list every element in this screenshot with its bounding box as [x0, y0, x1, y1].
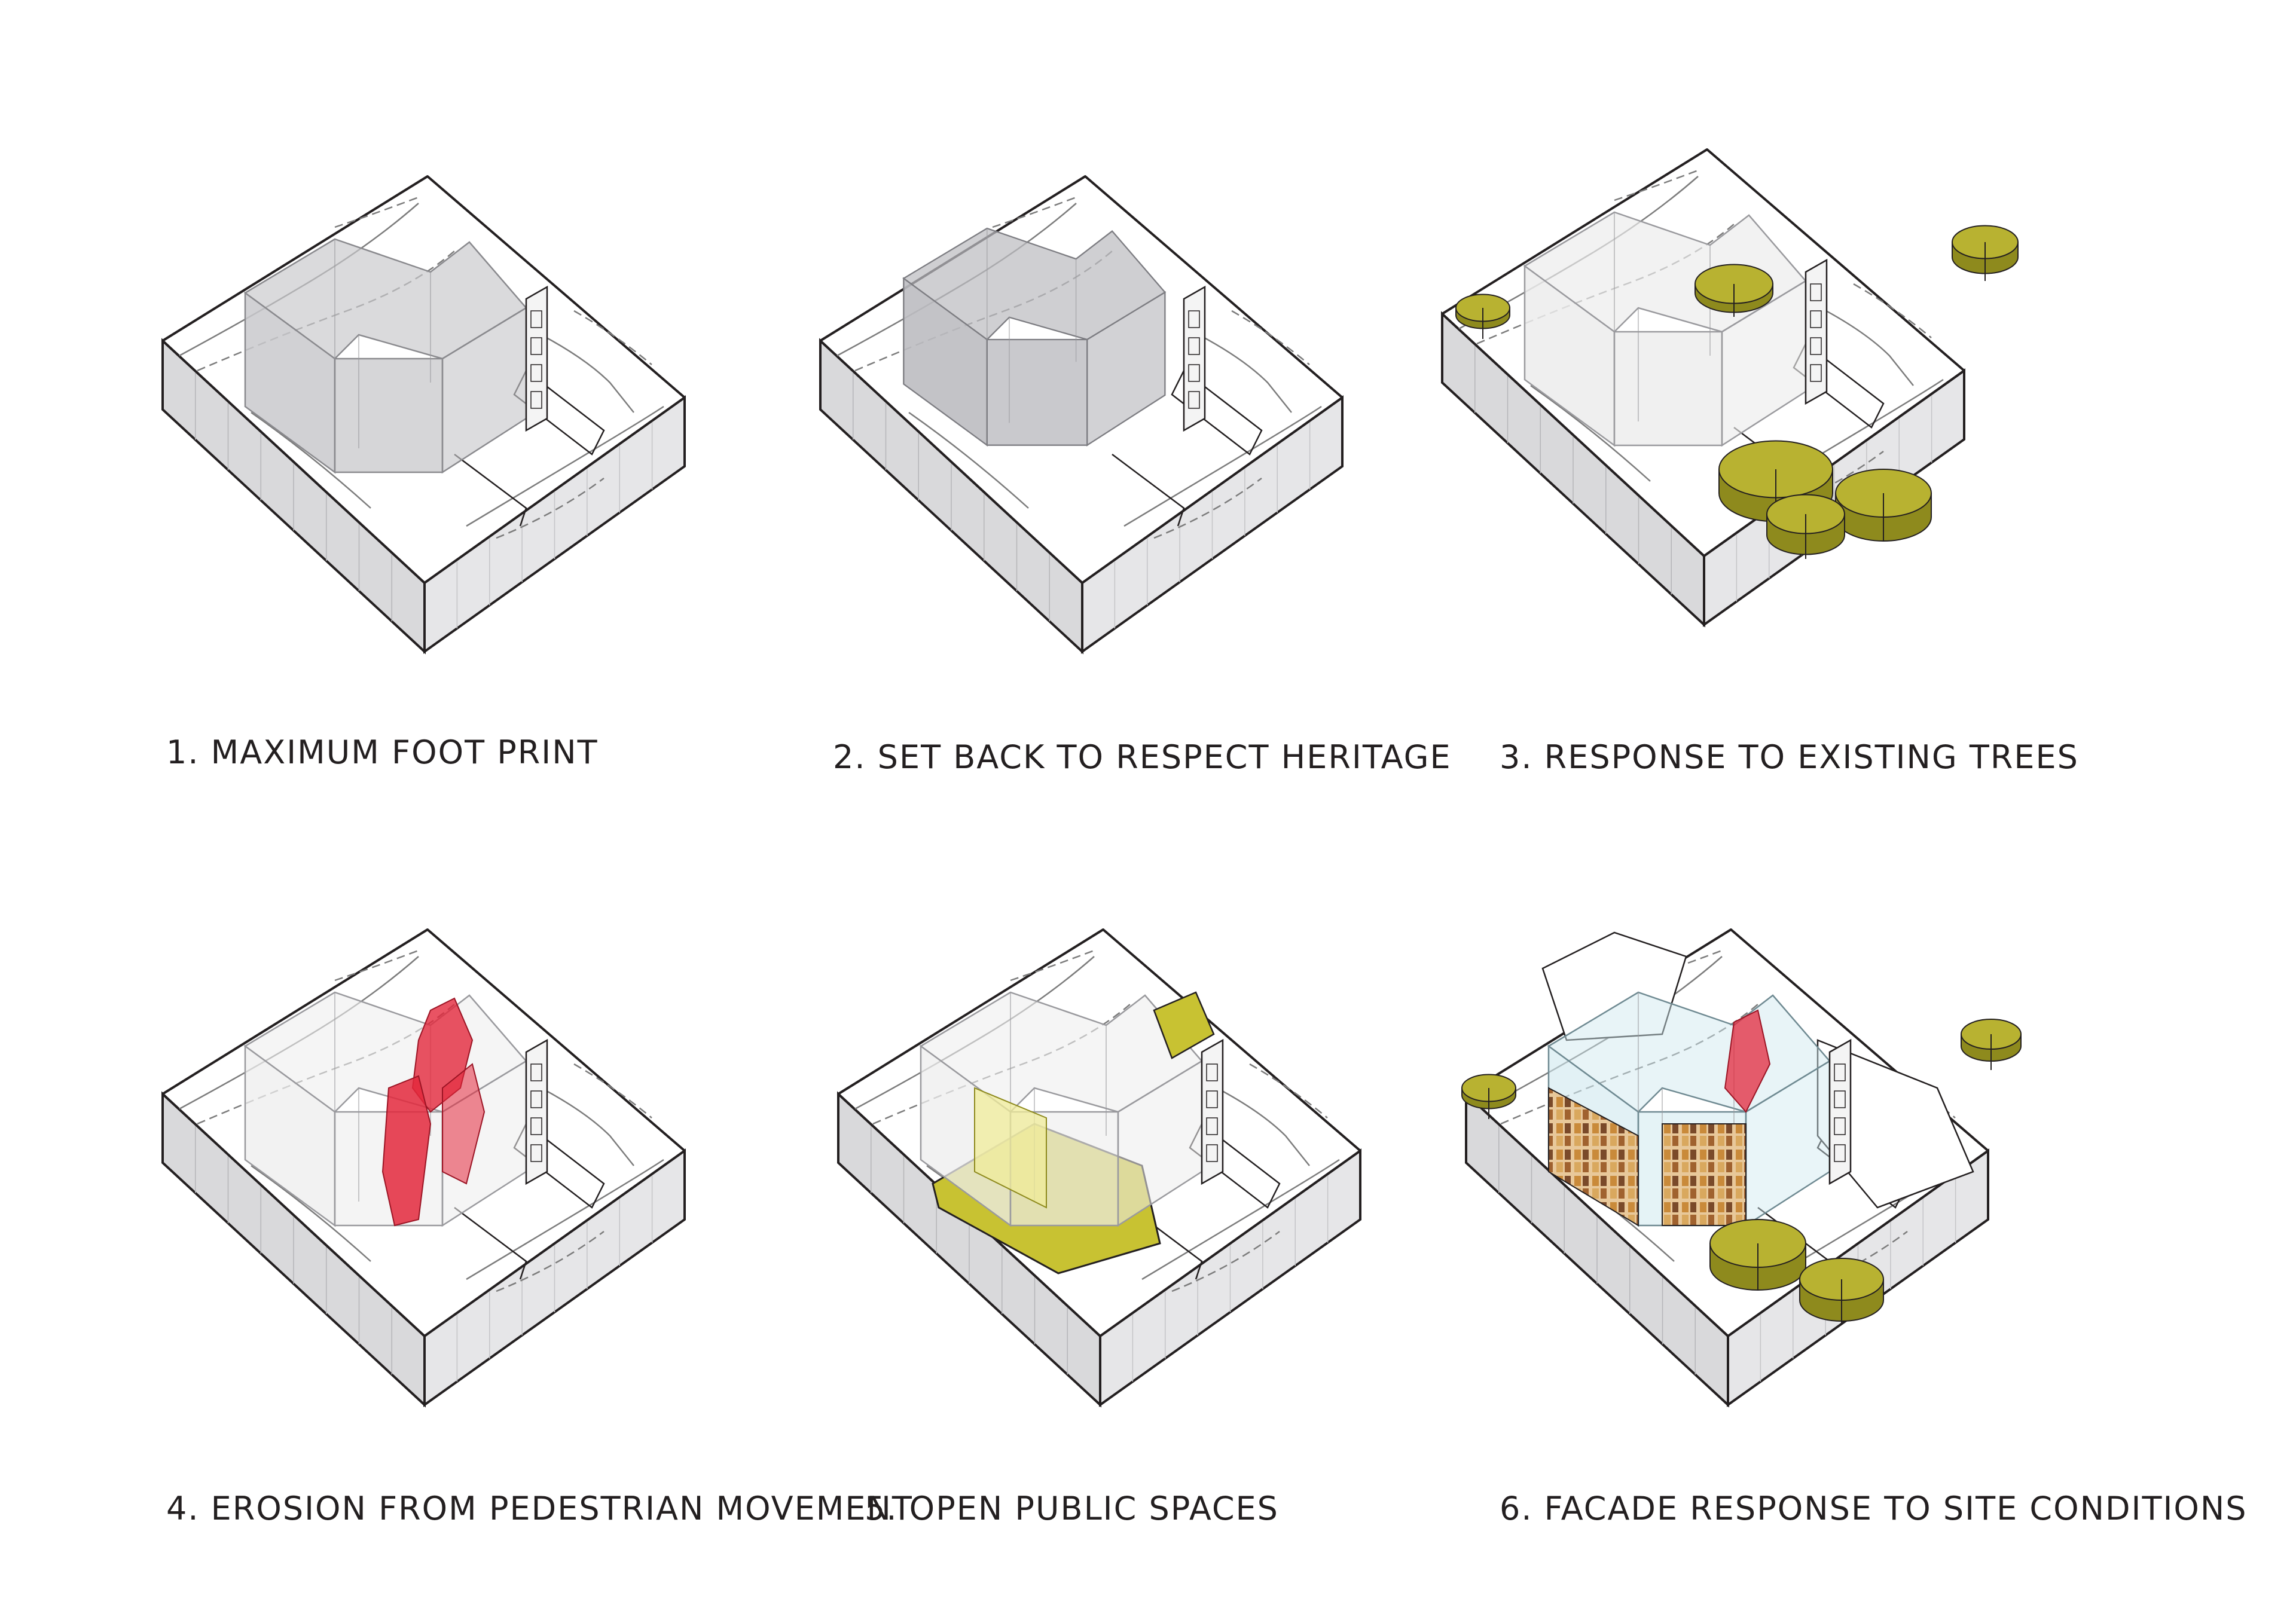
- tree: [1694, 264, 1773, 317]
- heritage-building: [525, 1038, 548, 1185]
- building-massing: [902, 227, 1167, 447]
- contour-line: [496, 477, 604, 539]
- contour-line: [334, 949, 419, 982]
- contour-line: [496, 1230, 604, 1292]
- contour-line: [334, 196, 419, 228]
- contour-line: [1614, 169, 1699, 201]
- tree: [1961, 1019, 2022, 1070]
- building-massing: [243, 238, 527, 474]
- path-edge: [454, 1207, 527, 1280]
- contour-line: [466, 405, 664, 527]
- path-edge: [1112, 454, 1185, 527]
- public-space-volume: [974, 1087, 1047, 1209]
- contour-line: [1153, 477, 1262, 539]
- heritage-building: [525, 285, 548, 432]
- site-block-6: [1461, 928, 2022, 1408]
- contour-line: [1010, 949, 1095, 982]
- contour-line: [1853, 283, 1932, 338]
- site-block-3: [1441, 148, 2019, 628]
- building-massing: [1523, 211, 1807, 447]
- contour-line: [541, 1087, 634, 1166]
- contour-line: [1216, 1087, 1310, 1166]
- contour-line: [908, 411, 1029, 509]
- road-edge: [1171, 369, 1263, 456]
- path-edge: [454, 454, 527, 527]
- tree: [1952, 225, 2019, 281]
- massing-face-right: [1086, 291, 1166, 447]
- massing-face-front: [986, 338, 1088, 446]
- diagram-caption-3: 3. RESPONSE TO EXISTING TREES: [1500, 738, 2079, 776]
- tree: [1835, 469, 1932, 542]
- contour-line: [573, 310, 652, 365]
- contour-line: [1123, 405, 1322, 527]
- contour-line: [573, 1063, 652, 1118]
- site-block-4: [161, 928, 686, 1408]
- heritage-building: [1183, 285, 1206, 432]
- tree: [1461, 1074, 1516, 1119]
- diagram-caption-1: 1. MAXIMUM FOOT PRINT: [166, 733, 599, 771]
- contour-line: [1171, 1230, 1280, 1292]
- contour-line: [992, 196, 1077, 228]
- contour-line: [1500, 1004, 1758, 1125]
- contour-line: [541, 334, 634, 413]
- public-space-terrace: [1153, 991, 1215, 1059]
- site-block-1: [161, 175, 686, 655]
- neighbour-building: [1541, 931, 1687, 1041]
- tree: [1455, 294, 1510, 339]
- contour-line: [1231, 310, 1310, 365]
- erosion-cut: [1724, 1009, 1771, 1113]
- diagram-caption-2: 2. SET BACK TO RESPECT HERITAGE: [833, 738, 1452, 776]
- heritage-building: [1201, 1038, 1224, 1185]
- site-block-5: [837, 928, 1361, 1408]
- diagram-caption-4: 4. EROSION FROM PEDESTRIAN MOVEMENT: [166, 1490, 913, 1527]
- contour-line: [1198, 334, 1292, 413]
- contour-line: [251, 411, 371, 509]
- contour-line: [251, 1164, 371, 1262]
- heritage-building: [1828, 1038, 1852, 1185]
- diagram-caption-6: 6. FACADE RESPONSE TO SITE CONDITIONS: [1500, 1490, 2248, 1527]
- heritage-building: [1805, 258, 1828, 405]
- massing-face-front: [1613, 331, 1723, 447]
- contour-line: [1141, 1159, 1340, 1280]
- massing-face-front: [334, 357, 444, 473]
- tree: [1799, 1258, 1884, 1324]
- facade-screen: [1548, 1087, 1639, 1227]
- facade-screen: [1662, 1123, 1747, 1226]
- contour-line: [1820, 307, 1914, 386]
- site-block-2: [819, 175, 1344, 655]
- tree: [1709, 1219, 1806, 1291]
- contour-line: [1249, 1063, 1328, 1118]
- contour-line: [466, 1159, 664, 1280]
- tree: [1766, 494, 1845, 559]
- diagram-caption-5: 5. OPEN PUBLIC SPACES: [865, 1490, 1279, 1527]
- contour-line: [1530, 384, 1651, 482]
- erosion-cut: [381, 997, 486, 1227]
- neighbour-building: [1816, 1039, 1974, 1209]
